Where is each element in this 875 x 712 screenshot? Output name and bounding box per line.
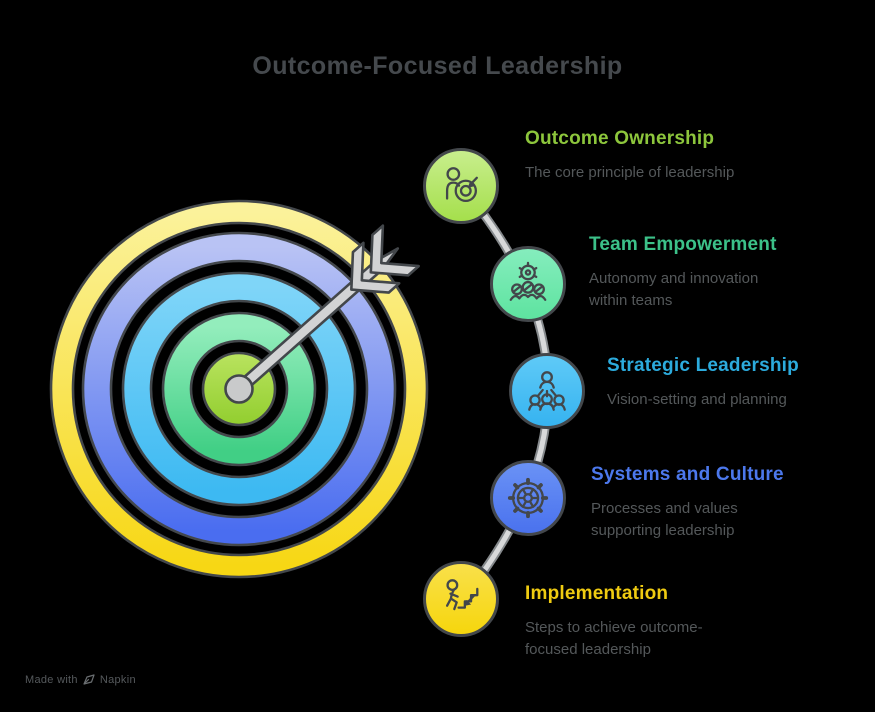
node-circle-strategic-leadership	[509, 353, 585, 429]
node-circle-outcome-ownership	[423, 148, 499, 224]
node-circle-systems-and-culture	[490, 460, 566, 536]
node-title: Strategic Leadership	[607, 355, 799, 376]
made-with-label: Made with	[25, 674, 78, 686]
page-title: Outcome-Focused Leadership	[252, 52, 623, 80]
node-desc: Autonomy and innovation within teams	[589, 270, 759, 309]
wheel-gear-icon	[507, 477, 549, 519]
node-text-implementation: Implementation Steps to achieve outcome-…	[525, 583, 703, 661]
node-text-strategic-leadership: Strategic Leadership Vision-setting and …	[607, 355, 799, 411]
node-desc: Steps to achieve outcome- focused leader…	[525, 619, 703, 658]
node-desc: Vision-setting and planning	[607, 391, 787, 408]
node-title: Implementation	[525, 583, 669, 604]
node-text-team-empowerment: Team Empowerment Autonomy and innovation…	[589, 234, 777, 312]
node-text-systems-and-culture: Systems and Culture Processes and values…	[591, 464, 784, 542]
node-desc: The core principle of leadership	[525, 164, 735, 181]
ring-green	[163, 313, 315, 465]
team-gear-icon	[509, 261, 547, 301]
node-title: Outcome Ownership	[525, 128, 715, 149]
arrow-fletching-inner	[369, 224, 420, 277]
node-circle-team-empowerment	[490, 246, 566, 322]
node-title: Team Empowerment	[589, 234, 777, 255]
node-title: Systems and Culture	[591, 464, 784, 485]
stairs-descent-icon	[445, 579, 479, 611]
node-circle-implementation	[423, 561, 499, 637]
arrow-impact-dot	[224, 374, 254, 404]
leader-audience-icon	[528, 371, 566, 411]
target-illustration	[49, 199, 429, 579]
ring-outlines	[49, 199, 429, 579]
ring-blue	[83, 233, 395, 545]
person-target-icon	[445, 167, 478, 203]
brand-name: Napkin	[99, 674, 136, 686]
watermark: Made with Napkin	[25, 674, 136, 686]
ring-cyan	[123, 273, 355, 505]
node-desc: Processes and values supporting leadersh…	[591, 500, 738, 539]
arrow-fletching-outer	[350, 241, 401, 294]
pen-icon	[83, 674, 95, 685]
node-text-outcome-ownership: Outcome Ownership The core principle of …	[525, 128, 734, 184]
ring-yellow	[51, 201, 427, 577]
